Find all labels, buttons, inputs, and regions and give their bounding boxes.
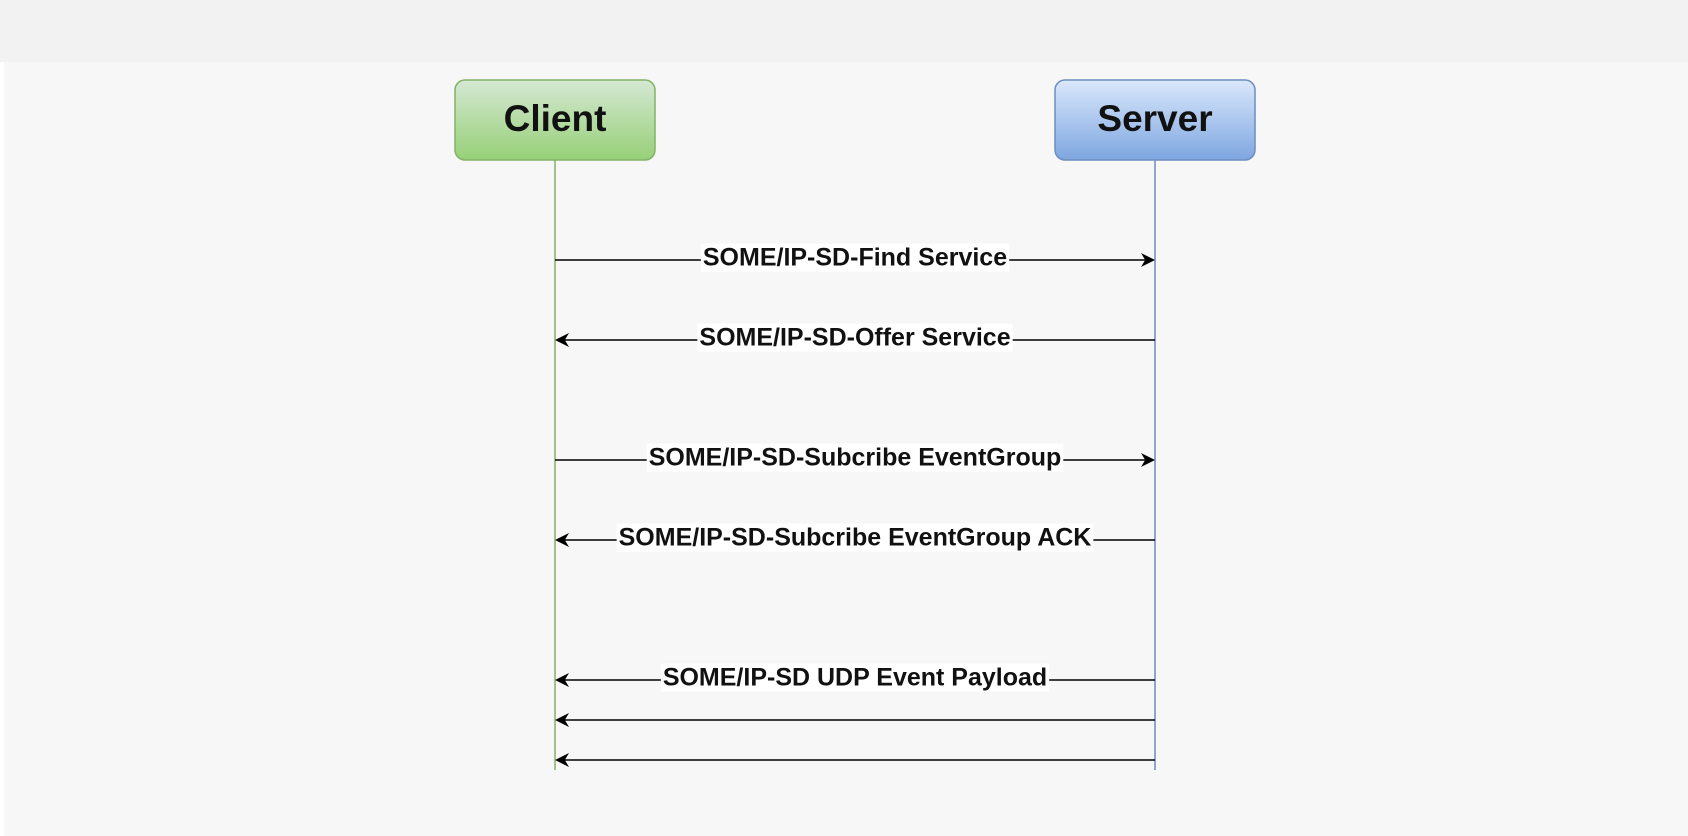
server-participant: Server bbox=[1054, 79, 1256, 161]
message-label-background bbox=[660, 663, 1050, 692]
message-label: SOME/IP-SD-Offer Service bbox=[699, 324, 1010, 352]
client-participant: Client bbox=[454, 79, 656, 161]
messages-layer: SOME/IP-SD-Find ServiceSOME/IP-SD-Offer … bbox=[555, 243, 1155, 767]
arrowhead-icon bbox=[555, 673, 569, 687]
message-label-background bbox=[700, 243, 1010, 272]
message-label: SOME/IP-SD-Find Service bbox=[703, 244, 1007, 272]
message-label: SOME/IP-SD-Subcribe EventGroup ACK bbox=[619, 524, 1092, 552]
message-label: SOME/IP-SD UDP Event Payload bbox=[663, 664, 1047, 692]
arrowhead-icon bbox=[555, 753, 569, 767]
server-label: Server bbox=[1097, 98, 1212, 139]
message-1: SOME/IP-SD-Find Service bbox=[555, 243, 1155, 272]
left-edge bbox=[0, 62, 4, 836]
arrowhead-icon bbox=[555, 333, 569, 347]
message-6 bbox=[555, 713, 1155, 727]
message-5: SOME/IP-SD UDP Event Payload bbox=[555, 663, 1155, 692]
message-4: SOME/IP-SD-Subcribe EventGroup ACK bbox=[555, 523, 1155, 552]
message-label-background bbox=[616, 523, 1094, 552]
message-label: SOME/IP-SD-Subcribe EventGroup bbox=[649, 444, 1062, 472]
message-3: SOME/IP-SD-Subcribe EventGroup bbox=[555, 443, 1155, 472]
message-label-background bbox=[646, 443, 1064, 472]
arrowhead-icon bbox=[555, 533, 569, 547]
message-2: SOME/IP-SD-Offer Service bbox=[555, 323, 1155, 352]
arrowhead-icon bbox=[555, 713, 569, 727]
top-band bbox=[0, 0, 1688, 62]
message-label-background bbox=[697, 323, 1013, 352]
message-7 bbox=[555, 753, 1155, 767]
client-label: Client bbox=[504, 98, 607, 139]
arrowhead-icon bbox=[1141, 453, 1155, 467]
arrowhead-icon bbox=[1141, 253, 1155, 267]
